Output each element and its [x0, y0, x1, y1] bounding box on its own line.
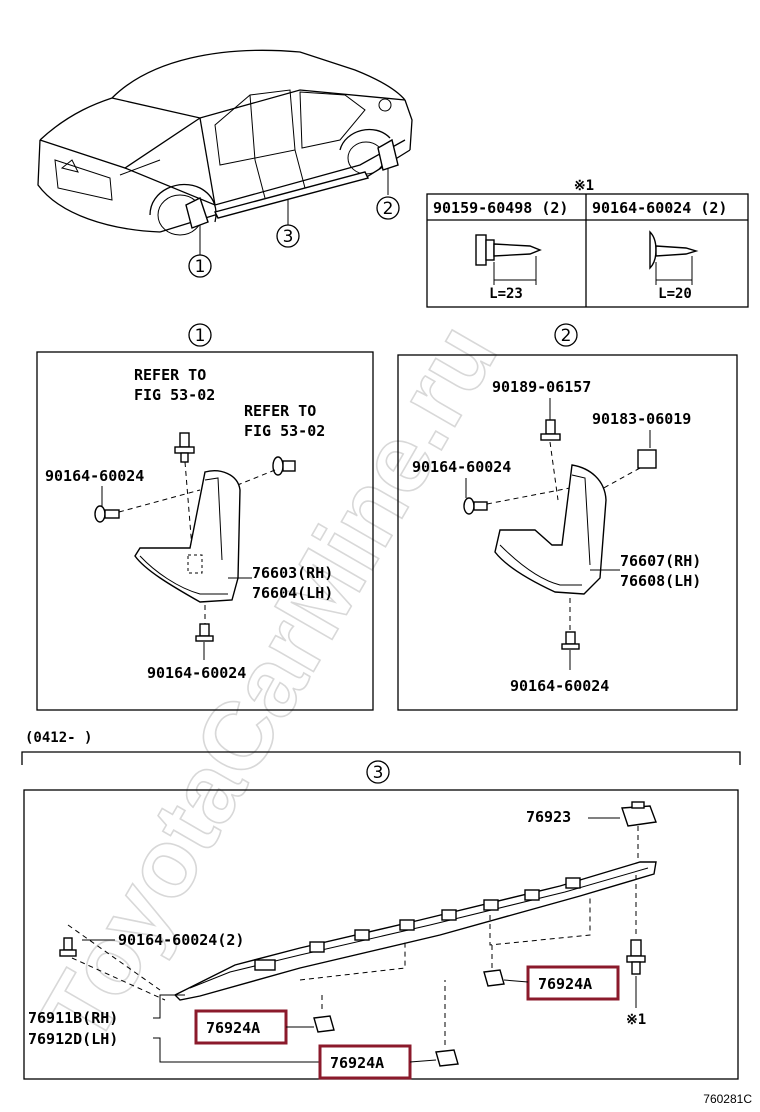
svg-text:76924A: 76924A — [538, 975, 592, 993]
screw-table-part-1: 90159-60498 (2) — [433, 199, 568, 217]
panel-2-part-lh: 76608(LH) — [620, 572, 701, 590]
clip-label-a3: 76924A — [526, 965, 620, 1001]
figure-code: 760281C — [703, 1092, 752, 1106]
nut-icon — [637, 449, 657, 469]
panel-2-screw-bottom: 90164-60024 — [510, 677, 609, 695]
panel-1-part-lh: 76604(LH) — [252, 584, 333, 602]
screw-icon — [561, 631, 580, 650]
clip-label-a1: 76924A — [194, 1009, 288, 1045]
panel-1-refer-2b: FIG 53-02 — [244, 422, 325, 440]
panel-2-part-rh: 76607(RH) — [620, 552, 701, 570]
car-illustration — [37, 49, 413, 255]
panel-2: 2 90189-06157 90183-06019 90164-60024 76… — [397, 323, 738, 711]
panel-2-nut: 90183-06019 — [592, 410, 691, 428]
svg-text:76924A: 76924A — [206, 1019, 260, 1037]
panel-1-part-rh: 76603(RH) — [252, 564, 333, 582]
panel-1-refer-2a: REFER TO — [244, 402, 316, 420]
panel-2-number: 2 — [561, 326, 572, 346]
clip-icon — [313, 1015, 335, 1033]
callout-3: 3 — [276, 224, 300, 248]
panel-3-number: 3 — [373, 763, 384, 783]
panel-1-number: 1 — [195, 326, 206, 346]
panel-3-mark: ※1 — [626, 1012, 646, 1028]
screw-icon — [195, 623, 214, 642]
panel-1-screw-bottom: 90164-60024 — [147, 664, 246, 682]
clip-icon — [435, 1049, 459, 1067]
screw-icon — [94, 505, 120, 523]
screw-icon — [475, 234, 542, 266]
panel-3: (0412- ) 3 76923 — [21, 730, 741, 1080]
svg-text:76924A: 76924A — [330, 1054, 384, 1072]
clip-label-a2: 76924A — [318, 1044, 412, 1080]
clip-icon — [540, 419, 561, 441]
svg-text:3: 3 — [283, 227, 294, 247]
clip-icon — [174, 432, 195, 463]
panel-3-date-range: (0412- ) — [25, 730, 92, 746]
mudguard-front — [134, 470, 241, 603]
screw-table-length-1: L=23 — [489, 286, 523, 302]
mudguard-rear — [494, 464, 607, 595]
clip-icon — [483, 969, 505, 987]
panel-3-clip-top: 76923 — [526, 808, 571, 826]
panel-1: 1 REFER TO FIG 53-02 REFER TO FIG 53-02 … — [36, 323, 374, 711]
panel-1-refer-1a: REFER TO — [134, 366, 206, 384]
screw-icon — [626, 939, 646, 975]
callout-2: 2 — [376, 196, 400, 220]
screw-icon — [463, 497, 488, 515]
panel-3-part-lh: 76912D(LH) — [28, 1030, 118, 1048]
screw-icon — [59, 937, 77, 957]
screw-table-mark: ※1 — [574, 178, 594, 194]
clip-icon — [272, 456, 296, 476]
screw-icon — [649, 230, 699, 270]
screw-table: ※1 90159-60498 (2) 90164-60024 (2) L=23 … — [426, 178, 749, 308]
svg-text:1: 1 — [195, 257, 206, 277]
svg-text:2: 2 — [383, 199, 394, 219]
panel-3-screw: 90164-60024(2) — [118, 931, 244, 949]
panel-2-clip: 90189-06157 — [492, 378, 591, 396]
panel-2-screw-left: 90164-60024 — [412, 458, 511, 476]
screw-table-part-2: 90164-60024 (2) — [592, 199, 727, 217]
clip-icon — [621, 801, 657, 827]
rocker-molding — [173, 861, 657, 1001]
callout-1: 1 — [188, 254, 212, 278]
screw-table-length-2: L=20 — [658, 286, 692, 302]
panel-3-part-rh: 76911B(RH) — [28, 1009, 118, 1027]
panel-1-screw-left: 90164-60024 — [45, 467, 144, 485]
panel-1-refer-1b: FIG 53-02 — [134, 386, 215, 404]
